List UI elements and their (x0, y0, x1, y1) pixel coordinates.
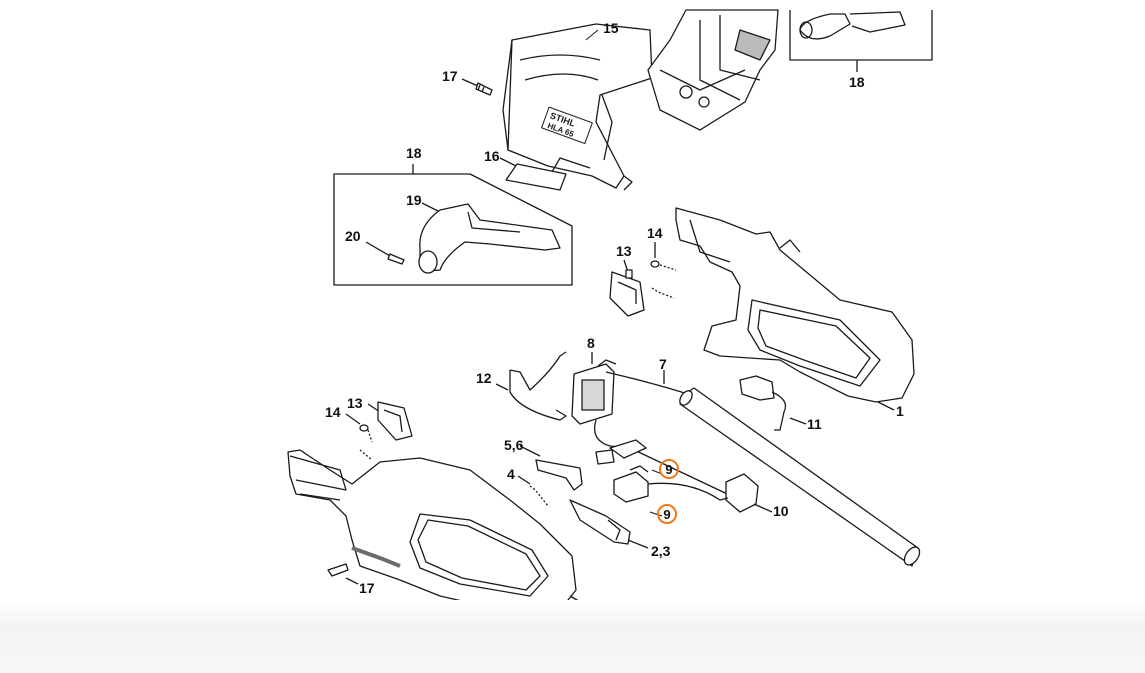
label-17-top: 17 (442, 68, 458, 84)
part-12-wire-clip (495, 351, 567, 421)
footer-fade (0, 600, 1145, 673)
part-18-kit-box-right (789, 10, 933, 72)
part-8-control-board (571, 352, 617, 425)
label-1-right: 1 (896, 403, 904, 419)
part-14-spring-left (345, 413, 373, 461)
label-5-6: 5,6 (504, 437, 524, 453)
label-15: 15 (603, 20, 619, 36)
part-9-connector-b (613, 465, 649, 503)
part-1-handle-right (675, 207, 915, 411)
label-19: 19 (406, 192, 422, 208)
part-15-cover (502, 23, 653, 191)
part-13-lever-left (367, 401, 413, 441)
part-20-screw (365, 241, 405, 265)
part-13-lever-right (609, 259, 645, 317)
label-12: 12 (476, 370, 492, 386)
part-10-trigger-switch (647, 473, 773, 513)
label-16: 16 (484, 148, 500, 164)
part-1-handle-left (287, 449, 585, 615)
part-9-connector-a (595, 439, 647, 465)
label-2-3: 2,3 (651, 543, 671, 559)
label-17-bottom: 17 (359, 580, 375, 596)
label-13-left: 13 (347, 395, 363, 411)
part-14-spring-right (650, 242, 677, 299)
label-8: 8 (587, 335, 595, 351)
part-16-label (499, 157, 567, 191)
part-4-spring (517, 475, 549, 507)
label-20: 20 (345, 228, 361, 244)
label-9-highlighted-b[interactable]: 9 (657, 504, 677, 524)
label-13-right: 13 (616, 243, 632, 259)
part-23-lever (569, 499, 649, 549)
label-9-highlighted-a[interactable]: 9 (659, 459, 679, 479)
label-18-left: 18 (406, 145, 422, 161)
label-14-right: 14 (647, 225, 663, 241)
part-18-kit-box-left (333, 164, 573, 286)
part-17-screw-top (461, 78, 493, 96)
part-19-nozzle (418, 202, 561, 274)
label-7: 7 (659, 356, 667, 372)
label-10: 10 (773, 503, 789, 519)
part-17-screw-bottom (327, 563, 359, 585)
part-56-slider (519, 445, 583, 491)
part-11-switch (739, 375, 807, 431)
label-11: 11 (807, 416, 822, 432)
label-18-right: 18 (849, 74, 865, 90)
label-4: 4 (507, 466, 515, 482)
label-14-left: 14 (325, 404, 341, 420)
gearbox-housing-top (647, 9, 779, 131)
